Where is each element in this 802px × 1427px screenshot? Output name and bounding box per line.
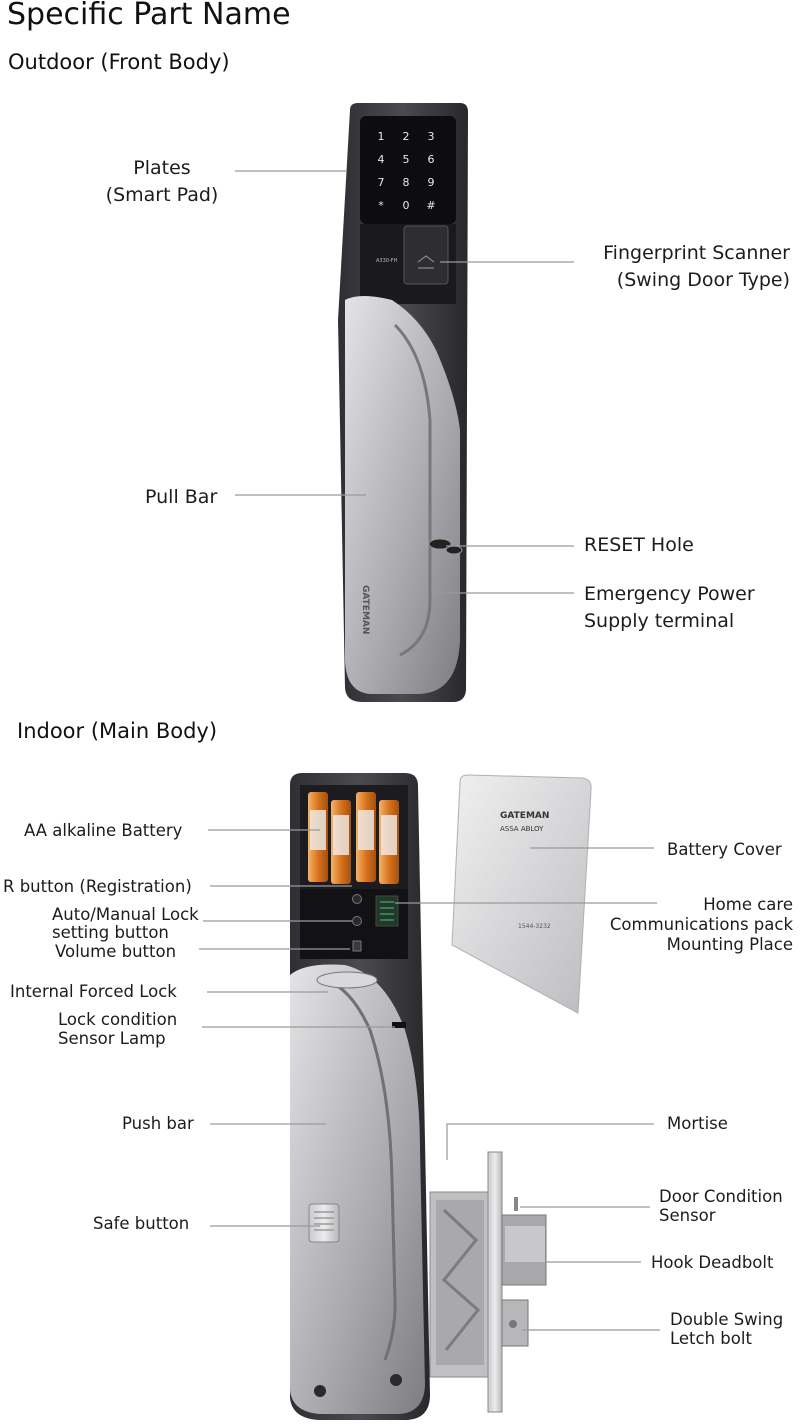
label-emergency-power: Emergency Power Supply terminal	[584, 581, 755, 635]
label-lock-condition-line2: Sensor Lamp	[58, 1029, 166, 1048]
volume-button	[352, 940, 362, 952]
indoor-lock-body	[290, 773, 430, 1420]
battery-cover: GATEMAN ASSA ABLOY 1544-3232	[451, 774, 592, 1014]
label-plates: Plates (Smart Pad)	[100, 155, 224, 209]
label-home-care-line3: Mounting Place	[666, 935, 793, 954]
r-button	[352, 894, 362, 904]
label-auto-manual: Auto/Manual Lock setting button	[52, 906, 199, 942]
indoor-heading: Indoor (Main Body)	[17, 719, 218, 743]
label-home-care: Home care Communications pack Mounting P…	[610, 895, 793, 955]
cover-brand: GATEMAN	[500, 811, 549, 821]
label-push-bar: Push bar	[122, 1114, 194, 1133]
fingerprint-scanner	[403, 225, 449, 285]
push-bar	[290, 964, 425, 1414]
smart-pad	[360, 116, 456, 224]
outdoor-lock-body	[338, 103, 468, 702]
leader-lines	[199, 170, 660, 1331]
mortise	[429, 1151, 547, 1413]
keypad-key-6: 6	[428, 153, 435, 166]
label-fingerprint: Fingerprint Scanner (Swing Door Type)	[603, 240, 790, 294]
label-pull-bar: Pull Bar	[145, 486, 218, 508]
label-plates-line2: (Smart Pad)	[105, 184, 219, 206]
label-volume-button: Volume button	[55, 942, 177, 961]
label-door-condition-line1: Door Condition	[659, 1187, 783, 1206]
keypad-key-7: 7	[378, 176, 385, 189]
safe-button	[308, 1203, 340, 1243]
keypad-key-8: 8	[403, 176, 410, 189]
label-r-button: R button (Registration)	[3, 877, 192, 896]
label-double-swing: Double Swing Letch bolt	[670, 1310, 783, 1348]
sensor-lamp	[392, 1022, 406, 1028]
label-door-condition: Door Condition Sensor	[659, 1187, 783, 1225]
label-door-condition-line2: Sensor	[659, 1206, 716, 1225]
keypad-key-9: 9	[428, 176, 435, 189]
keypad-key-2: 2	[403, 130, 410, 143]
keypad-key-*: *	[378, 199, 384, 212]
label-internal-forced-lock: Internal Forced Lock	[10, 982, 177, 1001]
label-home-care-line1: Home care	[703, 895, 793, 914]
label-double-swing-line2: Letch bolt	[670, 1329, 752, 1348]
label-fingerprint-line2: (Swing Door Type)	[616, 269, 790, 291]
home-care-slot	[375, 895, 399, 927]
page-title: Specific Part Name	[7, 0, 291, 32]
keypad-key-3: 3	[428, 130, 435, 143]
auto-manual-button	[352, 916, 362, 926]
label-auto-manual-line1: Auto/Manual Lock	[52, 905, 199, 924]
cover-phone: 1544-3232	[518, 923, 551, 930]
label-aa-battery: AA alkaline Battery	[24, 821, 183, 840]
keypad-key-#: #	[426, 199, 435, 212]
internal-forced-lock	[316, 971, 378, 989]
label-emergency-line2: Supply terminal	[584, 610, 735, 632]
label-battery-cover: Battery Cover	[667, 840, 782, 859]
keypad-key-4: 4	[378, 153, 385, 166]
cover-sub: ASSA ABLOY	[500, 825, 544, 833]
label-lock-condition: Lock condition Sensor Lamp	[58, 1010, 177, 1048]
label-reset-hole: RESET Hole	[584, 534, 694, 556]
label-home-care-line2: Communications pack	[609, 915, 793, 934]
keypad-key-1: 1	[378, 130, 385, 143]
keypad-key-5: 5	[403, 153, 410, 166]
model-text: A330-FH	[376, 258, 398, 264]
label-fingerprint-line1: Fingerprint Scanner	[603, 242, 790, 264]
keypad-key-0: 0	[403, 199, 410, 212]
label-auto-manual-line2: setting button	[52, 923, 169, 942]
label-safe-button: Safe button	[93, 1214, 190, 1233]
label-emergency-line1: Emergency Power	[584, 583, 755, 605]
label-hook-deadbolt: Hook Deadbolt	[651, 1253, 774, 1272]
label-plates-line1: Plates	[133, 157, 191, 179]
label-lock-condition-line1: Lock condition	[58, 1010, 178, 1029]
outdoor-heading: Outdoor (Front Body)	[8, 50, 230, 74]
label-double-swing-line1: Double Swing	[670, 1310, 784, 1329]
brand-vertical: GATEMAN	[360, 585, 370, 634]
label-mortise: Mortise	[667, 1114, 728, 1133]
